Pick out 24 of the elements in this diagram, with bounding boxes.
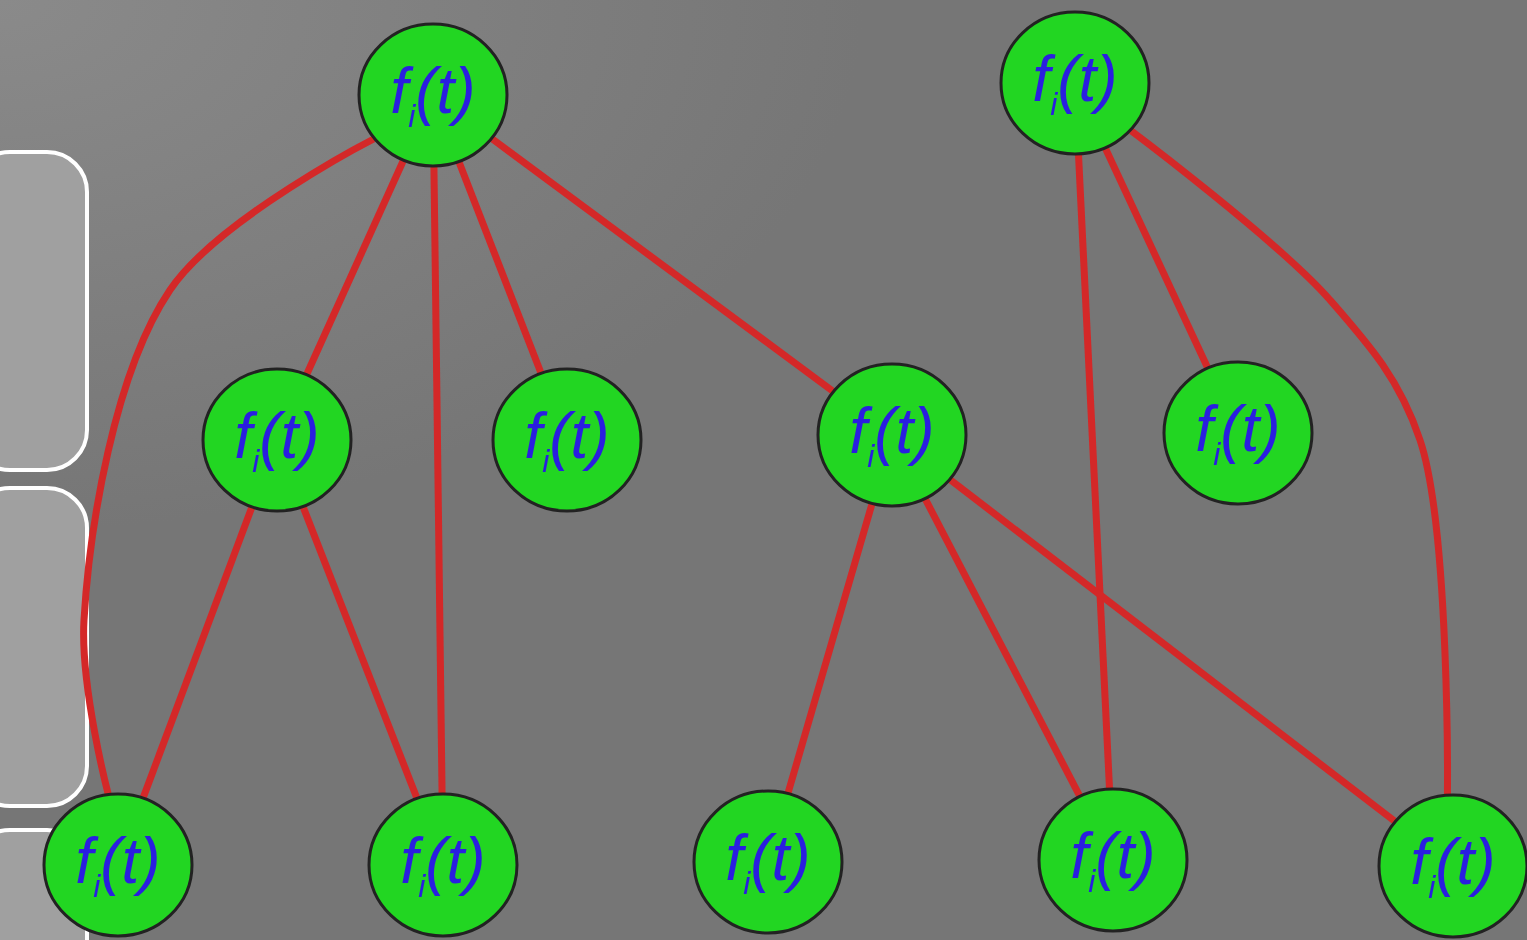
formula-label: f$_{i}$(t) [1032,46,1118,120]
connector-line [1075,154,1113,789]
connector-line [140,506,255,799]
connector-line [430,166,446,794]
connector-line [948,477,1397,824]
connector-line [490,136,835,394]
formula-label: f$_{i}$(t) [849,398,935,472]
connector-line [784,503,876,794]
connector-line [1102,147,1211,369]
formula-label: f$_{i}$(t) [1410,829,1496,903]
connector-line [455,161,545,374]
connector-line [922,497,1083,798]
connector-line [80,135,376,795]
formula-label: f$_{i}$(t) [390,58,476,132]
formula-label: f$_{i}$(t) [75,828,161,902]
formula-label: f$_{i}$(t) [524,403,610,477]
formula-label: f$_{i}$(t) [1070,823,1156,897]
formula-label: f$_{i}$(t) [400,828,486,902]
formula-label: f$_{i}$(t) [234,403,320,477]
formula-label: f$_{i}$(t) [725,825,811,899]
connector-line [1129,127,1451,795]
connector-line [300,506,420,799]
connector-line [303,159,407,376]
formula-label: f$_{i}$(t) [1195,396,1281,470]
